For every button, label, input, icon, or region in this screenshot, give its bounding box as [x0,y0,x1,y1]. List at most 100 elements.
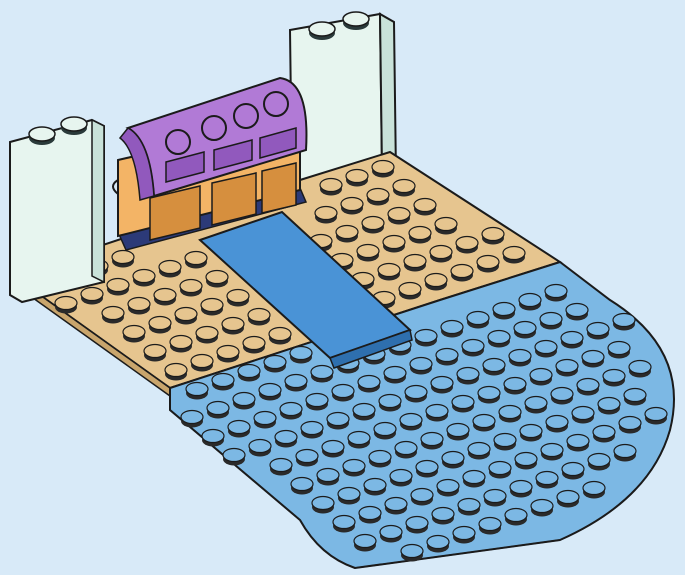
stud [259,384,281,397]
stud [317,469,339,482]
stud [462,340,484,353]
stud [416,461,438,474]
stud [217,346,239,359]
stud [315,207,337,220]
stud [437,480,459,493]
stud [401,545,423,558]
stud [320,179,342,192]
stud [233,393,255,406]
stud [399,283,421,296]
stud [372,161,394,174]
stud [159,261,181,274]
stud [432,508,454,521]
stud [338,488,360,501]
stud [510,481,532,494]
stud [249,440,271,453]
stud [181,411,203,424]
stud [614,445,636,458]
stud [395,442,417,455]
stud [624,389,646,402]
stud [196,327,218,340]
stud [583,482,605,495]
stud [238,365,260,378]
stud [353,404,375,417]
stud [378,264,400,277]
stud [629,361,651,374]
stud [467,312,489,325]
stud [359,507,381,520]
stud [489,462,511,475]
stud [619,417,641,430]
stud [128,298,150,311]
stud [175,308,197,321]
stud [567,435,589,448]
stud [144,345,166,358]
stud [358,376,380,389]
stud [291,478,313,491]
stud [202,430,224,443]
stud [341,198,363,211]
stud [201,299,223,312]
stud [379,395,401,408]
left-pillar [10,117,104,302]
stud [535,341,557,354]
stud [406,517,428,530]
stud [348,432,370,445]
stud [603,370,625,383]
stud [280,403,302,416]
stud [509,350,531,363]
stud [531,500,553,513]
stud [588,454,610,467]
stud [81,288,103,301]
stud [380,526,402,539]
stud [390,470,412,483]
stud [369,451,391,464]
stud [154,289,176,302]
stud [613,314,635,327]
stud [536,472,558,485]
stud [442,452,464,465]
stud [473,415,495,428]
stud [269,328,291,341]
stud [207,402,229,415]
stud [421,433,443,446]
stud [270,459,292,472]
stud [343,460,365,473]
stud [414,199,436,212]
stud [608,342,630,355]
stud [327,413,349,426]
stud [557,491,579,504]
stud [493,303,515,316]
stud [222,318,244,331]
stud [410,358,432,371]
stud [593,426,615,439]
stud [441,321,463,334]
stud [185,252,207,265]
stud [456,237,478,250]
stud [503,247,525,260]
stud [415,330,437,343]
stud [336,226,358,239]
stud [458,499,480,512]
stud [411,489,433,502]
stud [519,294,541,307]
stud [275,431,297,444]
stud [457,368,479,381]
stud [133,270,155,283]
stud [393,180,415,193]
stud [561,332,583,345]
stud [383,236,405,249]
stud [165,364,187,377]
stud [505,509,527,522]
stud [530,369,552,382]
stud [254,412,276,425]
stud [357,245,379,258]
stud [587,323,609,336]
stud [488,331,510,344]
stud [290,347,312,360]
stud [405,386,427,399]
stud [107,279,129,292]
stud [499,406,521,419]
stud [551,388,573,401]
